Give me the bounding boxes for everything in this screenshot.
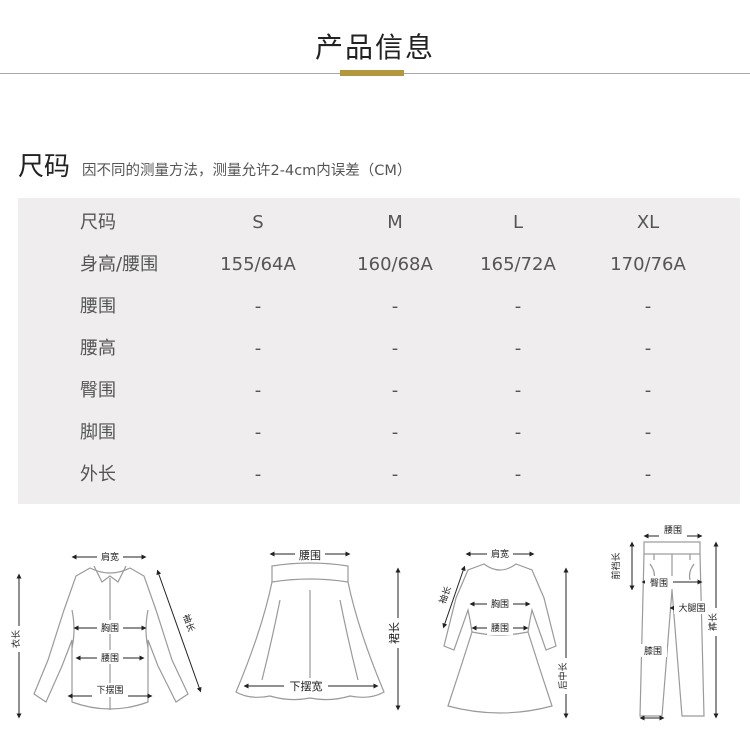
table-row: 腰高 - - - - bbox=[18, 328, 740, 370]
pants-label-waist: 腰围 bbox=[664, 525, 682, 536]
table-cell: - bbox=[514, 464, 522, 485]
table-cell: L bbox=[512, 212, 524, 233]
dress-label-sleeve: 袖长 bbox=[436, 584, 453, 605]
table-cell: 尺码 bbox=[80, 212, 116, 233]
skirt-label-hem: 下摆宽 bbox=[290, 679, 323, 693]
shirt-label-shoulder: 肩宽 bbox=[101, 551, 119, 563]
skirt-diagram bbox=[235, 562, 385, 701]
table-row: 脚围 - - - - bbox=[18, 412, 740, 454]
measurement-diagrams: 肩宽 胸围 腰围 下摆围 衣长 袖长 腰围 下摆宽 裙长 bbox=[0, 520, 750, 749]
dress-label-chest: 胸围 bbox=[491, 598, 509, 610]
table-cell: XL bbox=[636, 212, 660, 233]
table-cell: - bbox=[391, 296, 399, 317]
table-cell: S bbox=[252, 212, 264, 233]
pants-label-front-rise: 前裆长 bbox=[610, 552, 622, 579]
table-cell: 160/68A bbox=[357, 254, 433, 275]
shirt-label-length: 衣长 bbox=[10, 630, 22, 648]
table-cell: - bbox=[391, 422, 399, 443]
table-cell: - bbox=[254, 422, 262, 443]
pants-label-thigh: 大腿围 bbox=[678, 602, 705, 614]
table-cell: - bbox=[644, 338, 652, 359]
shirt-label-chest: 胸围 bbox=[101, 622, 119, 634]
skirt-label-length: 裙长 bbox=[388, 622, 401, 644]
shirt-label-waist: 腰围 bbox=[101, 653, 119, 664]
table-cell: 臀围 bbox=[80, 380, 116, 401]
table-cell: 脚围 bbox=[80, 422, 116, 443]
pants-label-length: 裤长 bbox=[707, 613, 719, 631]
table-cell: - bbox=[644, 380, 652, 401]
dress-diagram bbox=[443, 563, 557, 714]
shirt-label-sleeve: 袖长 bbox=[180, 612, 197, 633]
table-cell: - bbox=[254, 296, 262, 317]
size-section-heading: 尺码 因不同的测量方法，测量允许2-4cm内误差（CM） bbox=[18, 146, 411, 183]
table-cell: - bbox=[391, 338, 399, 359]
title-accent-bar bbox=[340, 70, 404, 76]
pants-diagram bbox=[639, 541, 705, 717]
garment-diagrams-svg: 肩宽 胸围 腰围 下摆围 衣长 袖长 腰围 下摆宽 裙长 bbox=[10, 524, 723, 721]
pants-label-knee: 膝围 bbox=[644, 645, 662, 657]
size-table: 尺码 S M L XL 身高/腰围 155/64A 160/68A 165/72… bbox=[18, 198, 740, 504]
table-row: 外长 - - - - bbox=[18, 454, 740, 496]
table-cell: 身高/腰围 bbox=[80, 254, 159, 275]
table-cell: - bbox=[514, 296, 522, 317]
page-title: 产品信息 bbox=[314, 31, 435, 64]
table-row: 臀围 - - - - bbox=[18, 370, 740, 412]
table-cell: - bbox=[644, 296, 652, 317]
table-cell: - bbox=[644, 464, 652, 485]
table-cell: - bbox=[514, 380, 522, 401]
size-heading-label: 尺码 bbox=[18, 152, 71, 182]
table-cell: 170/76A bbox=[610, 254, 686, 275]
table-cell: M bbox=[387, 212, 403, 233]
table-cell: 腰围 bbox=[80, 296, 116, 317]
table-cell: - bbox=[514, 338, 522, 359]
table-cell: - bbox=[391, 464, 399, 485]
measurement-note: 因不同的测量方法，测量允许2-4cm内误差（CM） bbox=[82, 163, 412, 179]
skirt-label-waist: 腰围 bbox=[299, 549, 321, 562]
table-cell: 155/64A bbox=[220, 254, 296, 275]
table-cell: - bbox=[391, 380, 399, 401]
shirt-label-hem: 下摆围 bbox=[96, 684, 123, 696]
dress-label-back-length: 后中长 bbox=[557, 662, 569, 689]
table-row: 腰围 - - - - bbox=[18, 286, 740, 328]
dress-label-waist: 腰围 bbox=[491, 623, 509, 634]
pants-label-hip: 臀围 bbox=[650, 578, 668, 589]
table-cell: - bbox=[644, 422, 652, 443]
table-cell: 腰高 bbox=[80, 338, 116, 359]
table-cell: 165/72A bbox=[480, 254, 556, 275]
table-cell: - bbox=[254, 338, 262, 359]
table-cell: 外长 bbox=[80, 464, 116, 485]
table-cell: - bbox=[254, 380, 262, 401]
table-cell: - bbox=[514, 422, 522, 443]
table-row: 身高/腰围 155/64A 160/68A 165/72A 170/76A bbox=[18, 244, 740, 286]
dress-label-shoulder: 肩宽 bbox=[491, 548, 509, 560]
table-cell: - bbox=[254, 464, 262, 485]
table-row: 尺码 S M L XL bbox=[18, 202, 740, 244]
